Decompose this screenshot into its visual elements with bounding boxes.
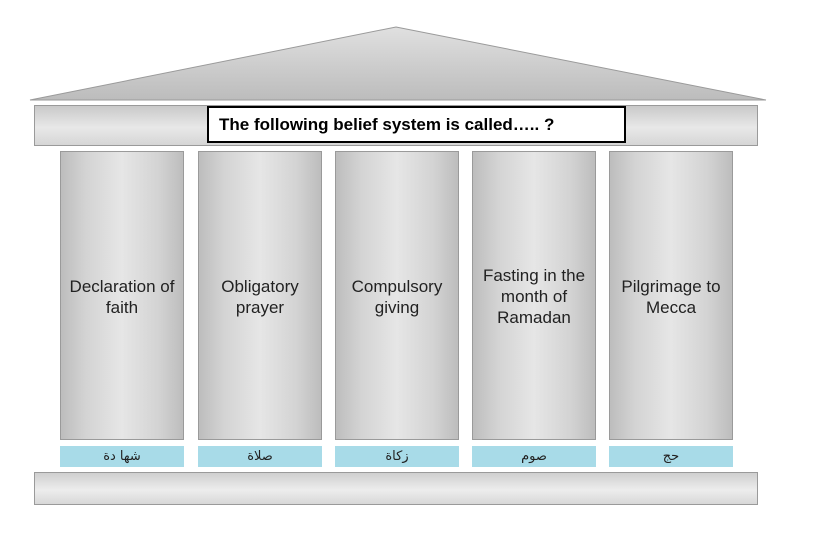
pillar-label: Compulsory giving <box>351 277 443 317</box>
arabic-label-shahada: شها دة <box>60 446 184 467</box>
pillar-fasting: Fasting in the month of Ramadan <box>472 151 596 440</box>
arabic-label-sawm: صوم <box>472 446 596 467</box>
temple-base <box>34 472 758 505</box>
pillar-pilgrimage: Pilgrimage to Mecca <box>609 151 733 440</box>
arabic-label-hajj: حج <box>609 446 733 467</box>
pillar-declaration-of-faith: Declaration of faith <box>60 151 184 440</box>
pillar-label: Fasting in the month of Ramadan <box>482 266 586 327</box>
pillar-label: Pilgrimage to Mecca <box>621 277 721 317</box>
arabic-label-salah: صلاة <box>198 446 322 467</box>
pillar-label: Obligatory prayer <box>221 277 299 317</box>
temple-roof <box>29 26 767 101</box>
question-title: The following belief system is called…..… <box>207 106 626 143</box>
pillar-label: Declaration of faith <box>69 277 175 317</box>
arabic-label-zakat: زكاة <box>335 446 459 467</box>
pillar-obligatory-prayer: Obligatory prayer <box>198 151 322 440</box>
pillar-compulsory-giving: Compulsory giving <box>335 151 459 440</box>
